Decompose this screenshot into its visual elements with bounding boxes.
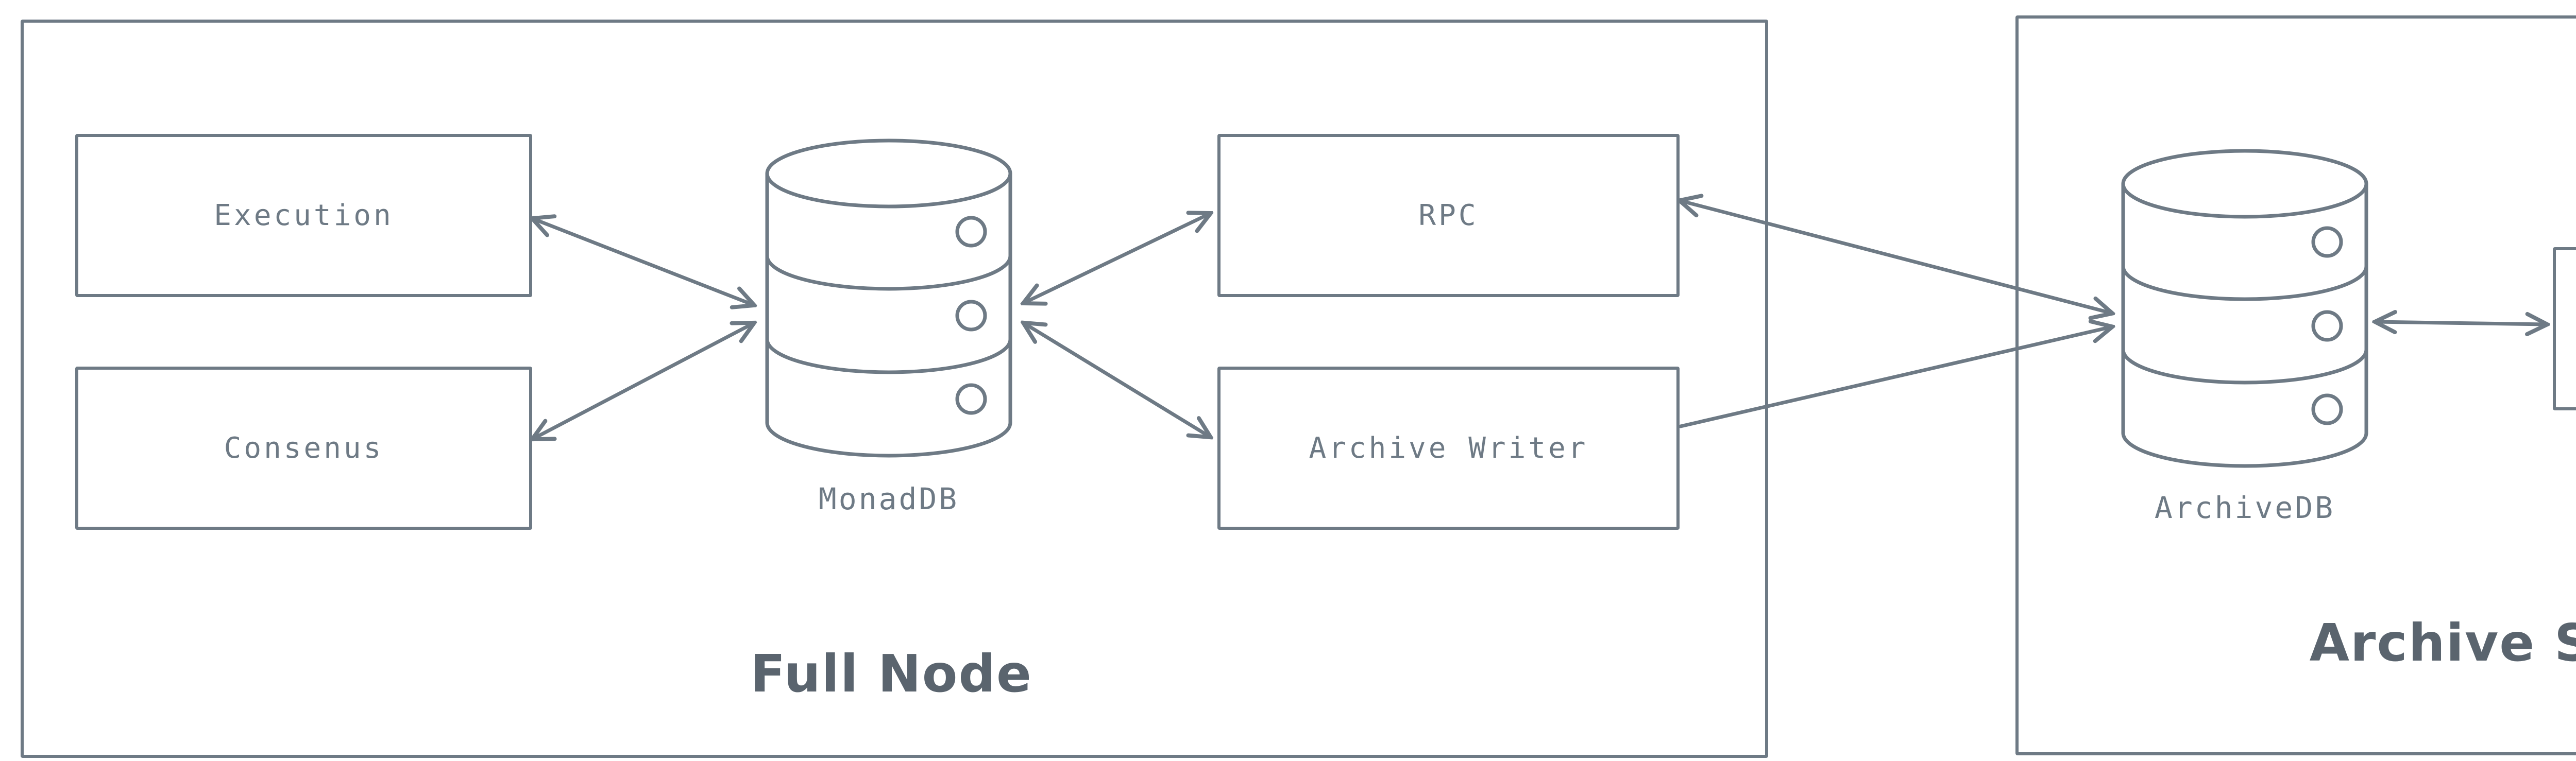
execution-label: Execution [214, 199, 394, 232]
archivedb-label: ArchiveDB [2154, 490, 2335, 525]
archive-server-title: Archive Server [2309, 613, 2576, 673]
archivedb-database-icon [2121, 149, 2368, 468]
indexer-node: Indexer [2553, 247, 2576, 410]
full-node-title: Full Node [750, 644, 1032, 704]
execution-node: Execution [75, 134, 532, 297]
rpc-node: RPC [1217, 134, 1680, 297]
monaddb-label: MonadDB [818, 481, 959, 516]
archive-writer-node: Archive Writer [1217, 367, 1680, 530]
rpc-label: RPC [1418, 199, 1479, 232]
archive-writer-label: Archive Writer [1309, 431, 1588, 465]
consensus-node: Consenus [75, 367, 532, 530]
monaddb-database-icon [765, 139, 1012, 458]
consensus-label: Consenus [224, 431, 384, 465]
